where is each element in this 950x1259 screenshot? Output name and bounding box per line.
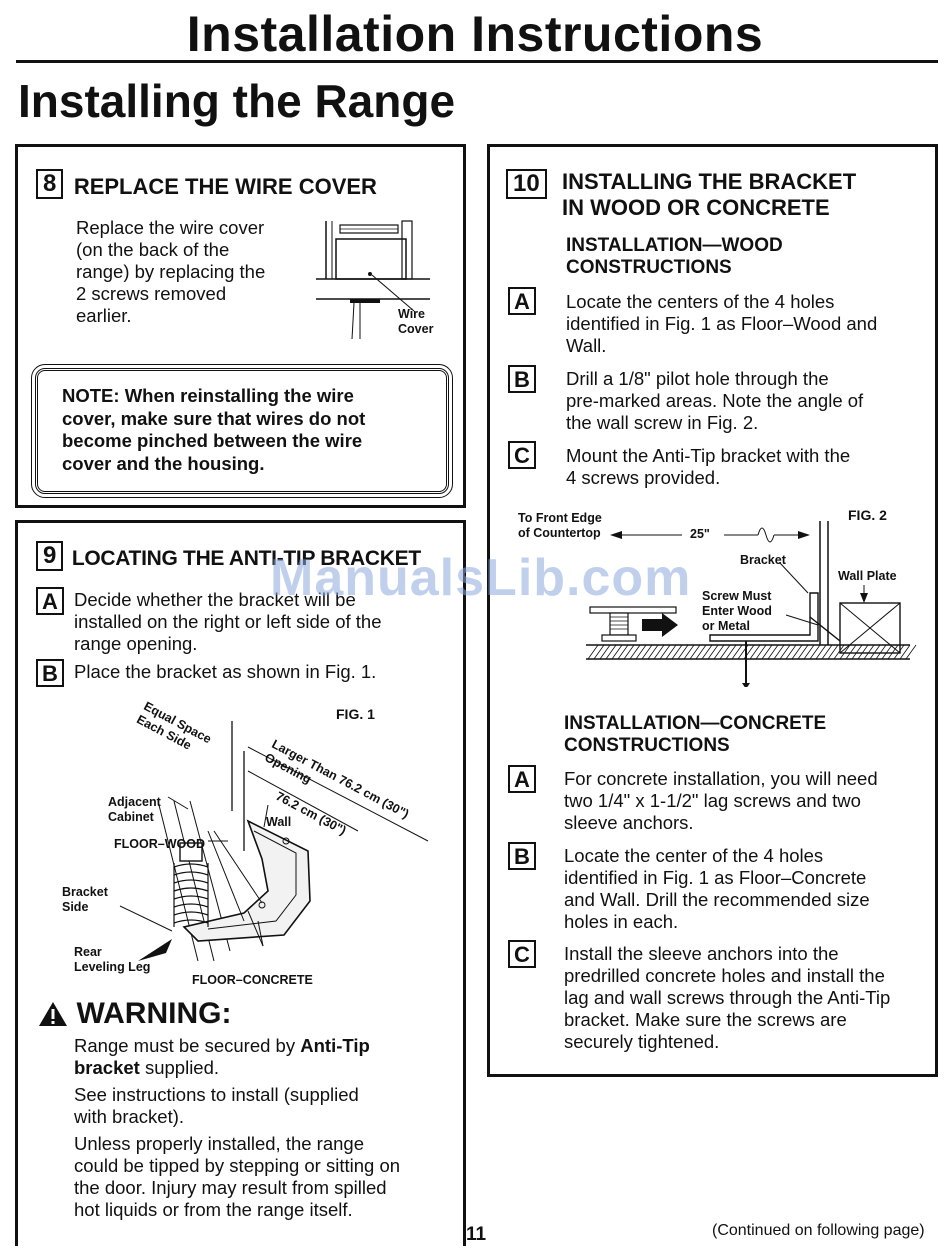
fig1-rear-leg-label: Rear Leveling Leg bbox=[74, 945, 151, 974]
header-rule bbox=[16, 60, 938, 63]
step8-note-text: NOTE: When reinstalling the wire cover, … bbox=[62, 385, 366, 474]
wood-a-text: Locate the centers of the 4 holes identi… bbox=[566, 291, 878, 356]
fig2-front-edge-label: To Front Edge of Countertop bbox=[518, 511, 602, 540]
wood-c-text: Mount the Anti-Tip bracket with the 4 sc… bbox=[566, 445, 851, 488]
fig1-title: FIG. 1 bbox=[336, 706, 375, 722]
step8-body: Replace the wire cover (on the back of t… bbox=[76, 217, 266, 326]
step8-panel: 8 REPLACE THE WIRE COVER Replace the wir… bbox=[15, 144, 466, 508]
fig1-diagram bbox=[119, 721, 429, 962]
step9-letter-b: B bbox=[36, 659, 64, 687]
fig1-wall-label: Wall bbox=[266, 815, 292, 829]
fig2-title: FIG. 2 bbox=[848, 507, 887, 523]
step8-note-box: NOTE: When reinstalling the wire cover, … bbox=[31, 364, 453, 498]
warning-heading: WARNING: bbox=[38, 997, 231, 1031]
concrete-letter-c: C bbox=[508, 940, 536, 968]
warning-p1: Range must be secured by Anti-Tip bracke… bbox=[74, 1035, 370, 1078]
step10-title: INSTALLING THE BRACKET IN WOOD OR CONCRE… bbox=[562, 169, 857, 220]
fig2-screw-label: Screw Must Enter Wood or Metal bbox=[702, 589, 772, 633]
section-title: Installing the Range bbox=[18, 75, 456, 127]
continued-note: (Continued on following page) bbox=[712, 1222, 925, 1239]
wood-letter-c: C bbox=[508, 441, 536, 469]
step8-number: 8 bbox=[36, 169, 64, 199]
fig1-adjacent-label: Adjacent Cabinet bbox=[108, 795, 161, 824]
step9-panel: 9 LOCATING THE ANTI-TIP BRACKET A Decide… bbox=[15, 520, 466, 1246]
concrete-letter-a: A bbox=[508, 765, 536, 793]
step9-title: LOCATING THE ANTI-TIP BRACKET bbox=[71, 546, 421, 570]
wood-b-text: Drill a 1/8" pilot hole through the pre-… bbox=[566, 368, 864, 433]
concrete-c-text: Install the sleeve anchors into the pred… bbox=[564, 943, 891, 1052]
step10-number: 10 bbox=[506, 169, 547, 199]
concrete-heading: INSTALLATION—CONCRETE CONSTRUCTIONS bbox=[564, 713, 827, 756]
warning-triangle-icon bbox=[39, 1002, 67, 1026]
fig2-bracket-label: Bracket bbox=[740, 553, 786, 567]
wood-letter-b: B bbox=[508, 365, 536, 393]
warning-p3: Unless properly installed, the range cou… bbox=[74, 1133, 401, 1220]
wire-cover-figure bbox=[316, 220, 430, 340]
page-number: 11 bbox=[466, 1224, 487, 1245]
warning-p2: See instructions to install (supplied wi… bbox=[74, 1084, 359, 1127]
step8-header: 8 REPLACE THE WIRE COVER bbox=[36, 169, 377, 200]
watermark: ManualsLib.com bbox=[270, 549, 692, 607]
fig1-floor-wood-label: FLOOR–WOOD bbox=[114, 837, 205, 851]
step9-header: 9 LOCATING THE ANTI-TIP BRACKET bbox=[36, 541, 421, 571]
step9-a-text: Decide whether the bracket will be insta… bbox=[74, 589, 382, 654]
step9-b-text: Place the bracket as shown in Fig. 1. bbox=[74, 661, 377, 682]
fig2-diagram bbox=[586, 521, 917, 687]
warning-title: WARNING: bbox=[76, 997, 232, 1030]
fig1-floor-concrete-label: FLOOR–CONCRETE bbox=[192, 973, 313, 987]
step9-number: 9 bbox=[36, 541, 64, 571]
wood-letter-a: A bbox=[508, 287, 536, 315]
page-header-title: Installation Instructions bbox=[186, 6, 764, 62]
step9-letter-a: A bbox=[36, 587, 64, 615]
wire-cover-label: Wire Cover bbox=[398, 307, 434, 336]
step10-panel: 10 INSTALLING THE BRACKET IN WOOD OR CON… bbox=[487, 144, 938, 1077]
concrete-b-text: Locate the center of the 4 holes identif… bbox=[564, 845, 870, 932]
fig2-dim-label: 25" bbox=[690, 527, 710, 541]
step10-number-wrap: 10 bbox=[506, 169, 547, 199]
concrete-letter-b: B bbox=[508, 842, 536, 870]
step8-title: REPLACE THE WIRE COVER bbox=[73, 173, 377, 199]
fig2-wall-plate-label: Wall Plate bbox=[838, 569, 897, 583]
concrete-a-text: For concrete installation, you will need… bbox=[564, 768, 878, 833]
fig1-bracket-side-label: Bracket Side bbox=[62, 885, 108, 914]
wood-heading: INSTALLATION—WOOD CONSTRUCTIONS bbox=[566, 235, 783, 278]
